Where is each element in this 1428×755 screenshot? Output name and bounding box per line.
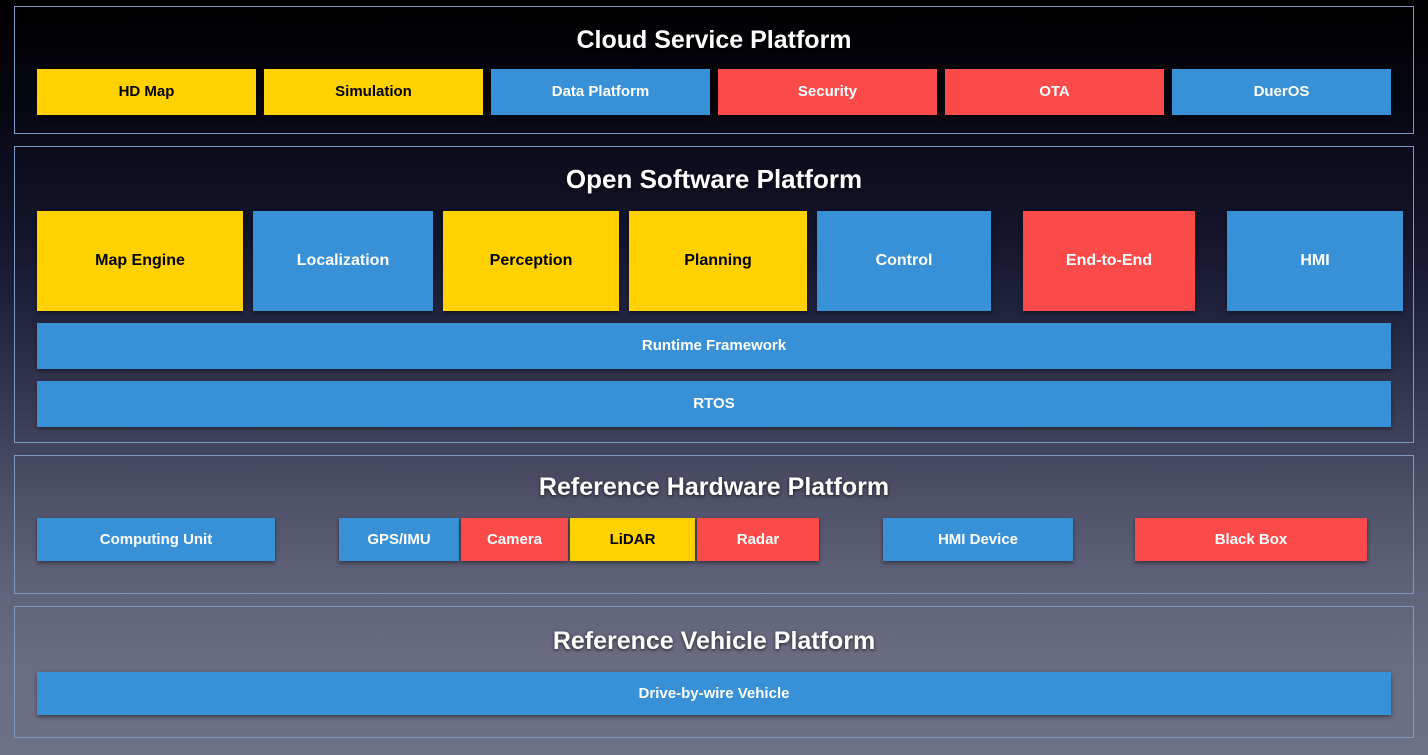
block-ota[interactable]: OTA [945, 69, 1164, 115]
cloud-block-row: HD Map Simulation Data Platform Security… [15, 69, 1413, 115]
block-hmi-device[interactable]: HMI Device [883, 518, 1073, 561]
block-radar[interactable]: Radar [697, 518, 819, 561]
block-runtime-framework[interactable]: Runtime Framework [37, 323, 1391, 369]
block-hd-map[interactable]: HD Map [37, 69, 256, 115]
layer-title-vehicle: Reference Vehicle Platform [552, 627, 876, 655]
layer-title-hardware: Reference Hardware Platform [538, 473, 890, 501]
block-dueros[interactable]: DuerOS [1172, 69, 1391, 115]
layer-title-cloud: Cloud Service Platform [576, 26, 852, 54]
block-security[interactable]: Security [718, 69, 937, 115]
block-data-platform[interactable]: Data Platform [491, 69, 710, 115]
block-localization[interactable]: Localization [253, 211, 433, 311]
layer-reference-vehicle-platform: Reference Vehicle Platform Drive-by-wire… [14, 606, 1414, 738]
block-end-to-end[interactable]: End-to-End [1023, 211, 1195, 311]
block-camera[interactable]: Camera [461, 518, 568, 561]
architecture-stack: Cloud Service Platform HD Map Simulation… [14, 6, 1414, 750]
layer-title-software: Open Software Platform [565, 164, 863, 194]
block-map-engine[interactable]: Map Engine [37, 211, 243, 311]
software-module-row: Map Engine Localization Perception Plann… [15, 211, 1413, 311]
block-perception[interactable]: Perception [443, 211, 619, 311]
sensor-cluster: GPS/IMU Camera LiDAR Radar [339, 518, 819, 561]
layer-reference-hardware-platform: Reference Hardware Platform Computing Un… [14, 455, 1414, 594]
block-simulation[interactable]: Simulation [264, 69, 483, 115]
block-lidar[interactable]: LiDAR [570, 518, 695, 561]
block-computing-unit[interactable]: Computing Unit [37, 518, 275, 561]
block-planning[interactable]: Planning [629, 211, 807, 311]
block-control[interactable]: Control [817, 211, 991, 311]
hardware-block-row: Computing Unit GPS/IMU Camera LiDAR Rada… [15, 518, 1413, 561]
layer-cloud-service-platform: Cloud Service Platform HD Map Simulation… [14, 6, 1414, 134]
layer-open-software-platform: Open Software Platform Map Engine Locali… [14, 146, 1414, 443]
block-black-box[interactable]: Black Box [1135, 518, 1367, 561]
block-rtos[interactable]: RTOS [37, 381, 1391, 427]
block-hmi[interactable]: HMI [1227, 211, 1403, 311]
block-drive-by-wire-vehicle[interactable]: Drive-by-wire Vehicle [37, 672, 1391, 715]
block-gps-imu[interactable]: GPS/IMU [339, 518, 459, 561]
